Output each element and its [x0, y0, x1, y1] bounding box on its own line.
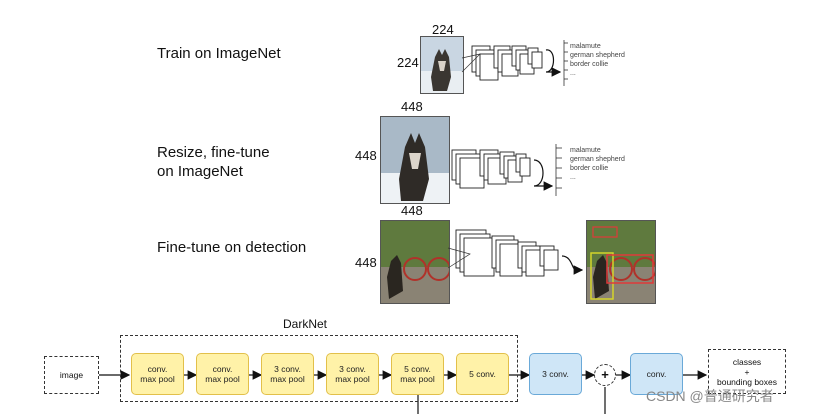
dog-bicycle-image-icon	[381, 221, 449, 303]
stage-3-title: Fine-tune on detection	[157, 239, 307, 256]
stage-2-title-line1: Resize, fine-tune	[157, 144, 270, 161]
block-line1: conv.	[147, 364, 168, 374]
dog-image-icon	[421, 37, 463, 93]
stage-3-height-label: 448	[355, 255, 377, 270]
darknet-block: conv.max pool	[131, 353, 184, 395]
block-line2: max pool	[335, 374, 370, 384]
block-line1: 5 conv.	[404, 364, 431, 374]
dog-photo-medium	[380, 116, 450, 204]
final-conv-block: conv.	[630, 353, 683, 395]
stage-1-title: Train on ImageNet	[157, 45, 281, 62]
input-image-box: image	[44, 356, 99, 394]
output-label: malamute	[570, 147, 601, 154]
output-label: border collie	[570, 61, 609, 68]
darknet-block: 3 conv.max pool	[261, 353, 314, 395]
stage-2-title: Resize, fine-tune on ImageNet	[157, 143, 270, 181]
head-conv-block: 3 conv.	[529, 353, 582, 395]
block-line2: max pool	[140, 374, 175, 384]
darknet-group	[120, 335, 518, 402]
output-label: german shepherd	[570, 52, 625, 59]
output-label: border collie	[570, 165, 609, 172]
output-box: classes + bounding boxes	[708, 349, 786, 394]
output-line3: bounding boxes	[716, 376, 778, 387]
output-label: german shepherd	[570, 156, 625, 163]
detection-result-icon	[587, 221, 655, 303]
block-line2: max pool	[270, 374, 305, 384]
block-line2: max pool	[400, 374, 435, 384]
darknet-block: 5 conv.	[456, 353, 509, 395]
darknet-label: DarkNet	[283, 317, 328, 331]
darknet-block: conv.max pool	[196, 353, 249, 395]
block-line1: 5 conv.	[469, 369, 496, 379]
stage-2-title-line2: on ImageNet	[157, 163, 243, 180]
output-line1: classes	[732, 356, 762, 367]
watermark: CSDN @普通研究者	[646, 388, 774, 404]
stage-2-width-label: 448	[401, 99, 423, 114]
darknet-block: 5 conv.max pool	[391, 353, 444, 395]
stage-2-height-label: 448	[355, 148, 377, 163]
dog-image-icon	[381, 117, 449, 203]
detection-photo-output	[586, 220, 656, 304]
output-label: ...	[570, 174, 576, 181]
stage-1-outputs: malamute german shepherd border collie .…	[570, 42, 625, 78]
stage-1-height-label: 224	[397, 55, 419, 70]
output-label: ...	[570, 70, 576, 77]
stage-2-outputs: malamute german shepherd border collie .…	[570, 146, 625, 182]
stage-3-width-label: 448	[401, 203, 423, 218]
block-line1: 3 conv.	[339, 364, 366, 374]
dog-photo-small	[420, 36, 464, 94]
detection-photo-input	[380, 220, 450, 304]
merge-circle: +	[594, 364, 616, 386]
output-line2: +	[744, 366, 750, 377]
block-line1: 3 conv.	[274, 364, 301, 374]
stage-1-width-label: 224	[432, 22, 454, 37]
block-line1: conv.	[212, 364, 233, 374]
block-line2: max pool	[205, 374, 240, 384]
output-label: malamute	[570, 43, 601, 50]
darknet-block: 3 conv.max pool	[326, 353, 379, 395]
